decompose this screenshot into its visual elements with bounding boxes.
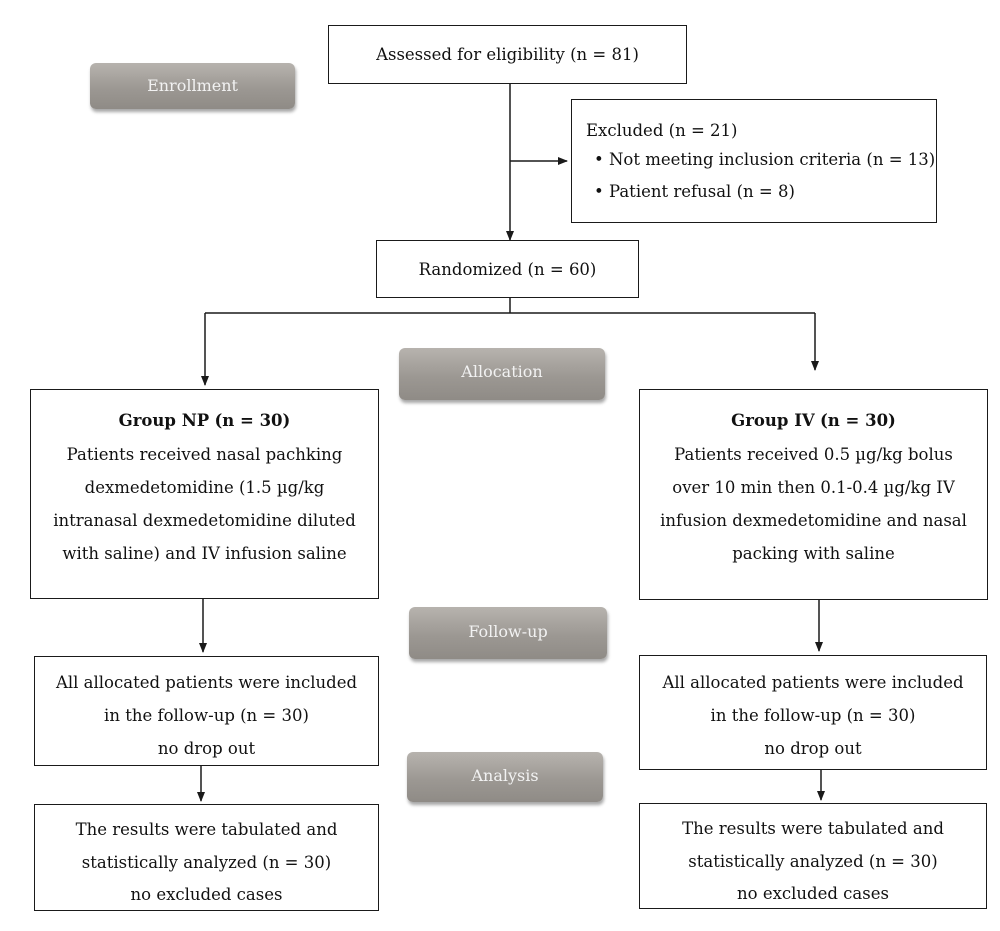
group-np-line: with saline) and IV infusion saline xyxy=(62,544,347,563)
group-np-n: (n = 30) xyxy=(214,411,291,430)
excluded-title: Excluded (n = 21) xyxy=(586,121,738,140)
analysis-iv-line: statistically analyzed (n = 30) xyxy=(688,852,938,871)
stage-enrollment: Enrollment xyxy=(90,63,295,109)
analysis-np-line: statistically analyzed (n = 30) xyxy=(81,853,332,872)
analysis-iv-line: no excluded cases xyxy=(737,884,889,903)
followup-iv-box: All allocated patients were included in … xyxy=(639,655,987,770)
excluded-item: • Patient refusal (n = 8) xyxy=(594,182,795,201)
group-iv-line: over 10 min then 0.1-0.4 µg/kg IV xyxy=(672,478,955,497)
group-iv-line: infusion dexmedetomidine and nasal xyxy=(660,511,967,530)
excluded-item-label: Not meeting inclusion criteria (n = 13) xyxy=(608,150,936,169)
group-iv-box: Group IV (n = 30) Patients received 0.5 … xyxy=(639,389,988,600)
analysis-np-line: The results were tabulated and xyxy=(75,820,338,839)
group-np-line: intranasal dexmedetomidine diluted xyxy=(53,511,356,530)
group-np-heading: Group NP (n = 30) xyxy=(31,411,378,430)
analysis-np-line: no excluded cases xyxy=(130,885,283,904)
assessed-box: Assessed for eligibility (n = 81) xyxy=(328,25,687,84)
excluded-item-label: Patient refusal (n = 8) xyxy=(608,182,795,201)
stage-allocation-label: Allocation xyxy=(461,362,543,381)
bullet-icon: • xyxy=(594,182,604,201)
group-np-box: Group NP (n = 30) Patients received nasa… xyxy=(30,389,379,599)
stage-analysis-label: Analysis xyxy=(471,766,539,785)
group-iv-line: packing with saline xyxy=(732,544,895,563)
stage-enrollment-label: Enrollment xyxy=(147,76,238,95)
followup-iv-line: no drop out xyxy=(764,739,862,758)
followup-iv-line: in the follow-up (n = 30) xyxy=(710,706,916,725)
excluded-item: • Not meeting inclusion criteria (n = 13… xyxy=(594,150,936,169)
followup-np-box: All allocated patients were included in … xyxy=(34,656,379,766)
stage-follow-up-label: Follow-up xyxy=(468,622,548,641)
group-np-title: Group NP xyxy=(118,411,210,430)
randomized-box: Randomized (n = 60) xyxy=(376,240,639,298)
followup-np-line: no drop out xyxy=(157,739,256,758)
analysis-iv-box: The results were tabulated and statistic… xyxy=(639,803,987,909)
followup-iv-line: All allocated patients were included xyxy=(662,673,964,692)
group-iv-heading: Group IV (n = 30) xyxy=(640,411,987,430)
bullet-icon: • xyxy=(594,150,604,169)
group-np-line: Patients received nasal pachking xyxy=(66,445,343,464)
stage-allocation: Allocation xyxy=(399,348,605,400)
assessed-text: Assessed for eligibility (n = 81) xyxy=(376,45,639,64)
stage-follow-up: Follow-up xyxy=(409,607,607,659)
stage-analysis: Analysis xyxy=(407,752,603,802)
followup-np-line: in the follow-up (n = 30) xyxy=(104,706,309,725)
group-np-line: dexmedetomidine (1.5 µg/kg xyxy=(84,478,325,497)
followup-np-line: All allocated patients were included xyxy=(55,673,358,692)
group-iv-title: Group IV xyxy=(731,411,815,430)
analysis-np-box: The results were tabulated and statistic… xyxy=(34,804,379,911)
analysis-iv-line: The results were tabulated and xyxy=(682,819,944,838)
excluded-box: Excluded (n = 21) • Not meeting inclusio… xyxy=(571,99,937,223)
randomized-text: Randomized (n = 60) xyxy=(418,260,597,279)
group-iv-line: Patients received 0.5 µg/kg bolus xyxy=(674,445,953,464)
group-iv-n: (n = 30) xyxy=(819,411,896,430)
